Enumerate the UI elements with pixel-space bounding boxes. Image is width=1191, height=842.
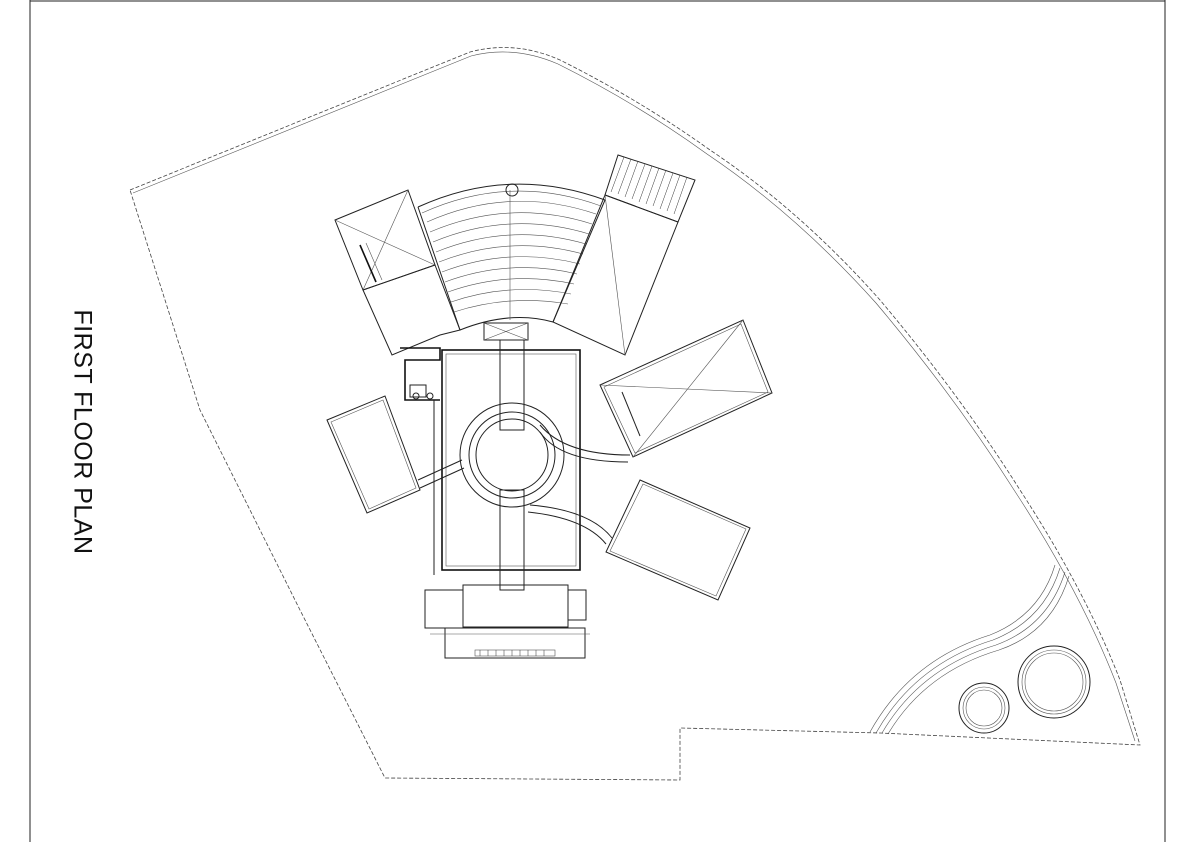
landscape-path — [869, 564, 1070, 735]
circular-pond-small — [958, 682, 1010, 734]
stair-block-left — [334, 189, 461, 356]
sheet-border — [29, 0, 1166, 842]
auditorium-seating — [417, 183, 606, 341]
drawing-title: FIRST FLOOR PLAN — [68, 309, 97, 555]
stair-block-right — [552, 154, 696, 356]
bottom-block — [424, 584, 590, 659]
right-upper-wing — [539, 319, 773, 463]
circular-pond-large — [1017, 645, 1091, 719]
right-lower-wing — [527, 479, 751, 601]
toilet-block — [400, 347, 441, 575]
central-hall — [441, 339, 581, 591]
site-boundary — [129, 47, 1141, 781]
left-wing-room — [326, 395, 465, 514]
